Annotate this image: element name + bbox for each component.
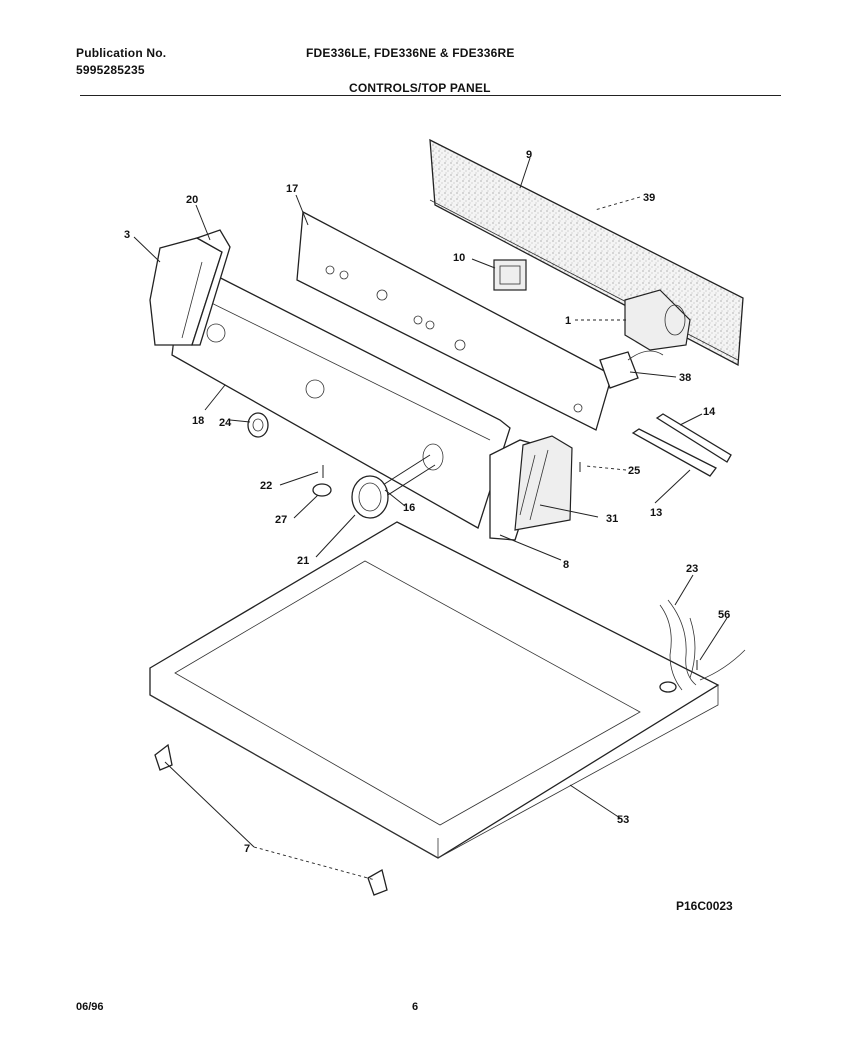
control-bracket [296, 210, 613, 431]
support-straps [631, 413, 732, 477]
callout-24: 24 [219, 417, 232, 429]
callout-31: 31 [606, 513, 618, 525]
callout-1: 1 [565, 315, 571, 327]
publication-label: Publication No. [76, 46, 167, 60]
small-fasteners [312, 462, 581, 497]
callout-22: 22 [260, 480, 272, 492]
callout-16: 16 [403, 502, 415, 514]
selector-switch [493, 259, 527, 291]
callout-10: 10 [453, 252, 465, 264]
callout-25: 25 [628, 465, 640, 477]
control-knob [351, 454, 436, 519]
header-rule [80, 95, 781, 96]
callout-labels: 9 39 20 17 3 10 1 38 14 18 24 22 16 25 1… [124, 149, 730, 855]
callout-53: 53 [617, 814, 629, 826]
publication-number: 5995285235 [76, 63, 145, 77]
page-number: 6 [412, 1001, 419, 1013]
callout-9: 9 [526, 149, 532, 161]
callout-18: 18 [192, 415, 204, 427]
top-hinges [154, 743, 388, 896]
wire-harness-bracket [599, 350, 664, 389]
wire-harness [659, 599, 746, 693]
callout-7: 7 [244, 843, 250, 855]
callout-27: 27 [275, 514, 287, 526]
callout-38: 38 [679, 372, 691, 384]
callout-20: 20 [186, 194, 198, 206]
timer [624, 289, 691, 351]
right-end-cap [489, 435, 573, 541]
footer-date: 06/96 [76, 1001, 104, 1013]
callout-8: 8 [563, 559, 569, 571]
section-title: CONTROLS/TOP PANEL [349, 81, 491, 95]
callout-23: 23 [686, 563, 698, 575]
callout-56: 56 [718, 609, 730, 621]
left-end-cap [149, 229, 231, 346]
callout-39: 39 [643, 192, 655, 204]
push-button [247, 412, 269, 438]
callout-21: 21 [297, 555, 309, 567]
callout-13: 13 [650, 507, 662, 519]
leader-lines [133, 157, 728, 881]
callout-17: 17 [286, 183, 298, 195]
callout-14: 14 [703, 406, 716, 418]
model-numbers: FDE336LE, FDE336NE & FDE336RE [306, 46, 515, 60]
top-panel [149, 521, 720, 859]
diagram-id: P16C0023 [676, 899, 733, 913]
callout-3: 3 [124, 229, 130, 241]
